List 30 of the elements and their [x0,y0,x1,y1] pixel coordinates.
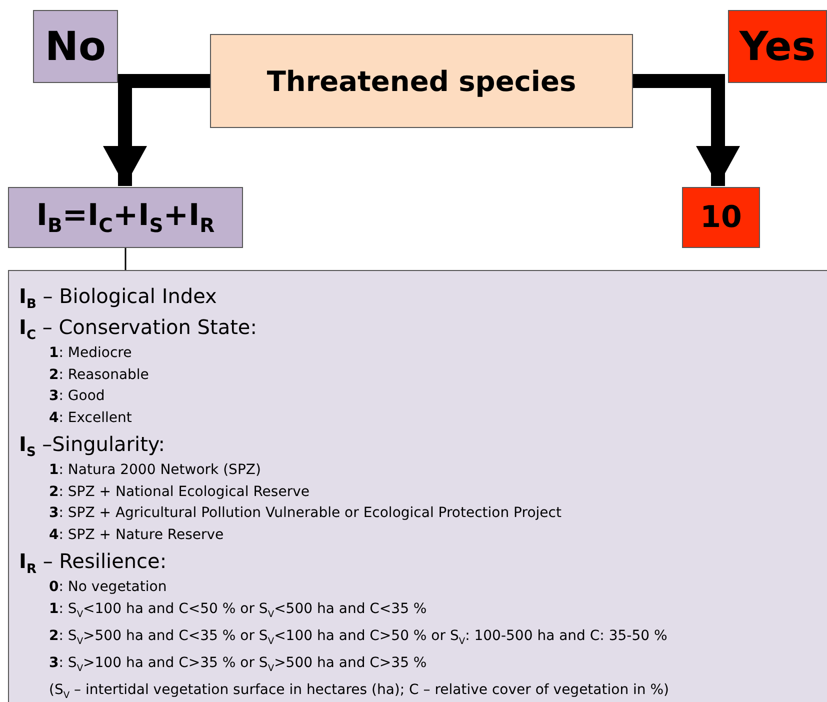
legend-panel [8,270,827,702]
question-box [210,34,633,128]
list-item: 2: SPZ + National Ecological Reserve [49,482,310,502]
list-item: 0: No vegetation [49,578,168,597]
box-label: I$_{B}$=I$_{C}$+I$_{S}$+I$_{R}$ [36,198,215,237]
arrow [103,74,210,186]
list-item: 3: SPZ + Agricultural Pollution Vulnerable or Ecological Protection Project [49,504,562,523]
box-label: Yes [739,24,816,70]
box-label: 10 [700,200,742,235]
list-item: 1: Mediocre [49,344,133,363]
section-heading: I$_{R}$ – Resilience: [19,549,168,577]
score-box [682,187,760,248]
list-item: 2: S$_{V}$>500 ha and C<35 % or S$_{V}$<100 ha and C>50 % or S$_{V}$: 100-500 ha and C: 35-50 % [49,626,668,649]
list-item: 2: Reasonable [49,366,150,384]
arrow [633,74,740,186]
section-heading: I$_{B}$ – Biological Index [19,284,218,312]
list-item: 3: S$_{V}$>100 ha and C>35 % or S$_{V}$>500 ha and C>35 % [49,654,428,676]
section-heading: I$_{C}$ – Conservation State: [19,315,258,343]
box-label: No [45,24,106,70]
list-item: 4: SPZ + Nature Reserve [49,526,225,544]
box-label: Threatened species [266,64,576,98]
list-item: 3: Good [49,387,106,406]
answer-box [728,10,827,83]
list-item: 1: Natura 2000 Network (SPZ) [49,461,262,480]
section-heading: I$_{S}$ –Singularity: [19,432,166,460]
list-item: (S$_{V}$ – intertidal vegetation surface in hectares (ha); C – relative cover of vegetation in %) [49,681,670,702]
formula-box [8,187,243,248]
answer-box [33,10,118,83]
list-item: 4: Excellent [49,408,133,428]
list-item: 1: S$_{V}$<100 ha and C<50 % or S$_{V}$<500 ha and C<35 % [49,600,428,622]
